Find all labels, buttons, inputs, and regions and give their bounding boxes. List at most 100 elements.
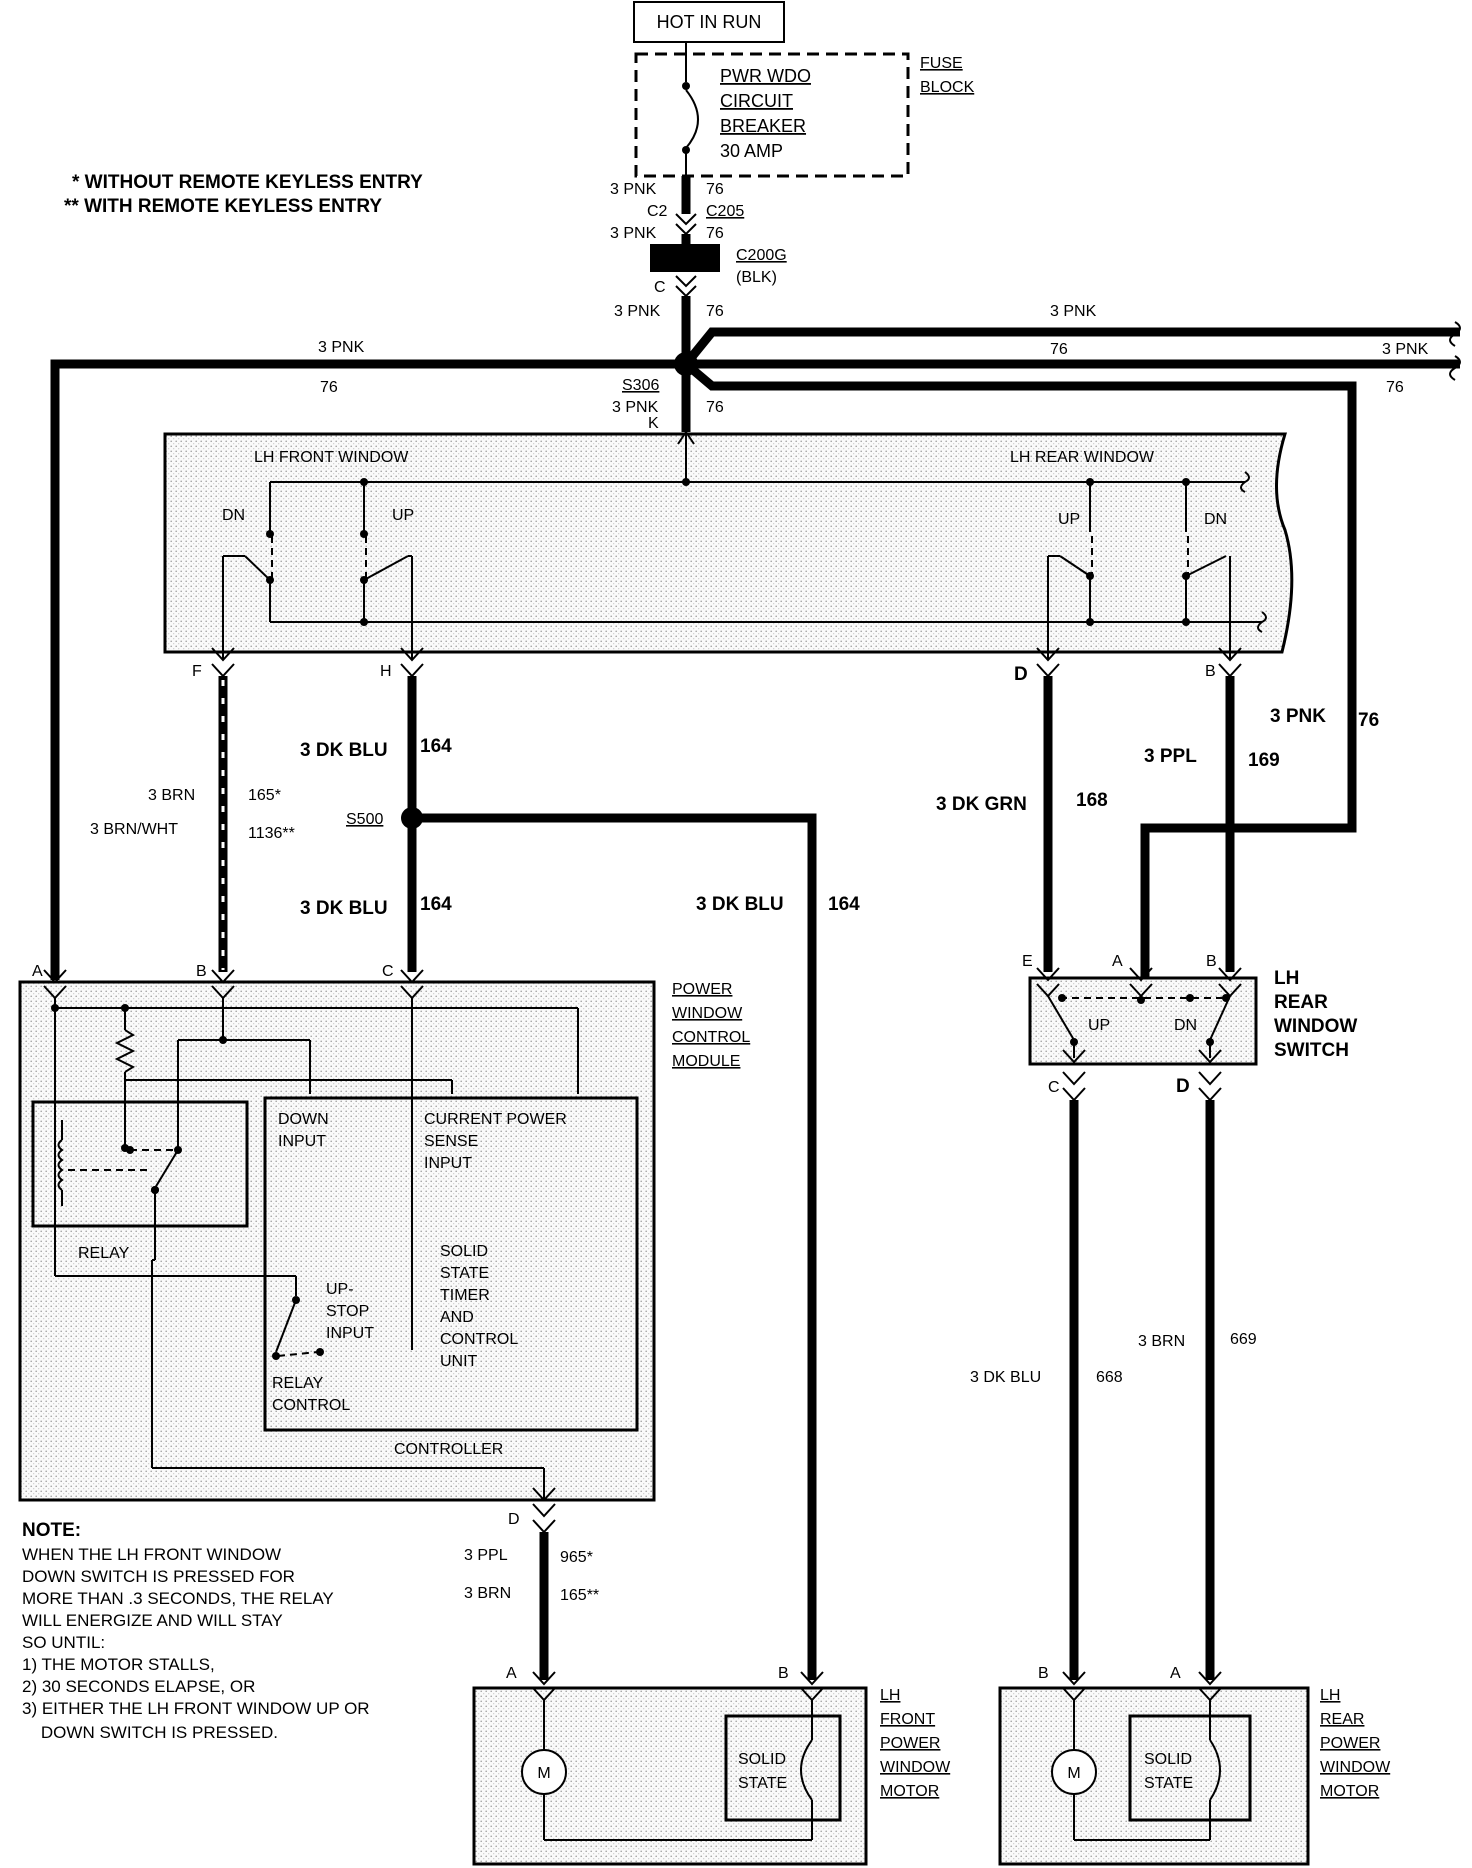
note-line-4: WILL ENERGIZE AND WILL STAY — [22, 1611, 283, 1630]
rear-up-switch: UP — [1047, 478, 1094, 660]
fuse-block-label-2: BLOCK — [920, 79, 975, 96]
timer-label-4: AND — [440, 1309, 474, 1326]
rear-motor-solid-state-2: STATE — [1144, 1775, 1193, 1792]
lh-rear-window-label: LH REAR WINDOW — [1010, 449, 1155, 466]
up-stop-label-1: UP- — [326, 1281, 354, 1298]
wire-num-76-4: 76 — [706, 399, 724, 416]
wire-num-76-2: 76 — [706, 225, 724, 242]
note-line-8: 3) EITHER THE LH FRONT WINDOW UP OR — [22, 1699, 370, 1718]
rear-switch-pin-a: A — [1112, 953, 1123, 970]
rear-switch-dn-label: DN — [1174, 1017, 1197, 1034]
rear-motor-pin-a: A — [1170, 1665, 1181, 1682]
note-heading: NOTE: — [22, 1520, 81, 1541]
wire-num-1136: 1136** — [248, 825, 295, 842]
front-up-switch: UP — [360, 478, 414, 660]
breaker-line-2: CIRCUIT — [720, 91, 793, 111]
module-title-1: POWER — [672, 981, 732, 998]
connector-k: K — [648, 415, 659, 432]
front-up-label: UP — [392, 507, 414, 524]
wire-num-76-1: 76 — [706, 181, 724, 198]
note-line-1: WHEN THE LH FRONT WINDOW — [22, 1545, 281, 1564]
lh-rear-power-window-motor: B A M SOLID STATE — [998, 1665, 1310, 1866]
module-title-2: WINDOW — [672, 1005, 743, 1022]
note: NOTE: WHEN THE LH FRONT WINDOW DOWN SWIT… — [22, 1520, 370, 1742]
connector-c2: C2 — [647, 203, 668, 220]
rear-motor-title-1: LH — [1320, 1687, 1340, 1704]
module-title-4: MODULE — [672, 1053, 740, 1070]
current-sense-label-3: INPUT — [424, 1155, 472, 1172]
wire-label-ppl-965: 3 PPL — [464, 1547, 508, 1564]
connector-s306: S306 — [622, 377, 659, 394]
front-dn-label: DN — [222, 507, 245, 524]
relay-control-label-2: CONTROL — [272, 1397, 350, 1414]
rear-switch-title-1: LH — [1274, 968, 1299, 989]
wire-num-76-rear: 76 — [1358, 710, 1379, 731]
relay-control-label-1: RELAY — [272, 1375, 324, 1392]
module-pin-a: A — [32, 963, 43, 980]
lh-rear-window-switch: E A B UP DN — [1022, 953, 1258, 1066]
wire-label-dk-blu-2: 3 DK BLU — [300, 898, 388, 919]
wire-num-76-left: 76 — [320, 379, 338, 396]
wire-label-pnk-4: 3 PNK — [612, 399, 659, 416]
wire-label-dk-blu-668: 3 DK BLU — [970, 1369, 1041, 1386]
module-pin-c: C — [382, 963, 394, 980]
timer-label-2: STATE — [440, 1265, 489, 1282]
breaker-line-4: 30 AMP — [720, 141, 783, 161]
wire-label-pnk-left: 3 PNK — [318, 339, 365, 356]
front-motor-m-label: M — [537, 1765, 550, 1782]
wire-label-pnk-right-1: 3 PNK — [1050, 303, 1097, 320]
note-line-3: MORE THAN .3 SECONDS, THE RELAY — [22, 1589, 334, 1608]
wire-label-dk-grn: 3 DK GRN — [936, 794, 1027, 815]
front-motor-pin-b: B — [778, 1665, 789, 1682]
rear-motor-m-label: M — [1067, 1765, 1080, 1782]
rear-switch-pin-c: C — [1048, 1079, 1060, 1096]
fuse-block-label-1: FUSE — [920, 55, 963, 72]
module-title-3: CONTROL — [672, 1029, 750, 1046]
front-motor-title-1: LH — [880, 1687, 900, 1704]
wire-num-168: 168 — [1076, 790, 1108, 811]
wire-num-164-1: 164 — [420, 736, 452, 757]
timer-label-6: UNIT — [440, 1353, 478, 1370]
note-line-7: 2) 30 SECONDS ELAPSE, OR — [22, 1677, 255, 1696]
front-motor-solid-state-1: SOLID — [738, 1751, 786, 1768]
connector-c: C — [654, 279, 666, 296]
rear-dn-switch: DN — [1182, 478, 1231, 660]
pin-f: F — [192, 663, 202, 680]
note-line-2: DOWN SWITCH IS PRESSED FOR — [22, 1567, 295, 1586]
wire-num-165-lower: 165** — [560, 1587, 599, 1604]
wire-num-965: 965* — [560, 1549, 593, 1566]
wire-label-brn-wht: 3 BRN/WHT — [90, 821, 178, 838]
down-input-label-2: INPUT — [278, 1133, 326, 1150]
pin-d-switch: D — [1014, 664, 1028, 685]
wire-num-169: 169 — [1248, 750, 1280, 771]
wire-num-164-2: 164 — [420, 894, 452, 915]
current-sense-label-1: CURRENT POWER — [424, 1111, 567, 1128]
wire-label-brn-669: 3 BRN — [1138, 1333, 1185, 1350]
wire-label-pnk-rear: 3 PNK — [1270, 706, 1326, 727]
pin-b-switch: B — [1205, 663, 1216, 680]
wire-num-668: 668 — [1096, 1369, 1123, 1386]
wire-num-76-right-2: 76 — [1386, 379, 1404, 396]
lh-front-power-window-motor: A B M SOLID STATE — [472, 1665, 868, 1866]
front-motor-title-3: POWER — [880, 1735, 940, 1752]
breaker-line-1: PWR WDO — [720, 66, 811, 86]
rear-motor-title-4: WINDOW — [1320, 1759, 1391, 1776]
wire-label-pnk-3: 3 PNK — [614, 303, 661, 320]
wire-label-brn-165: 3 BRN — [148, 787, 195, 804]
lh-front-window-label: LH FRONT WINDOW — [254, 449, 409, 466]
switch-connectors — [211, 647, 1242, 678]
pin-h: H — [380, 663, 392, 680]
front-motor-pin-a: A — [506, 1665, 517, 1682]
fuse-block: PWR WDO CIRCUIT BREAKER 30 AMP — [634, 52, 910, 178]
wire-num-165: 165* — [248, 787, 281, 804]
wire-num-76-3: 76 — [706, 303, 724, 320]
rear-switch-pin-d: D — [1176, 1076, 1190, 1097]
wire-label-pnk-right-2: 3 PNK — [1382, 341, 1429, 358]
rear-switch-up-label: UP — [1088, 1017, 1110, 1034]
note-line-9: DOWN SWITCH IS PRESSED. — [22, 1723, 278, 1742]
connector-s500: S500 — [346, 811, 383, 828]
rear-dn-label: DN — [1204, 511, 1227, 528]
hot-in-run-label: HOT IN RUN — [657, 12, 762, 32]
rear-motor-solid-state-1: SOLID — [1144, 1751, 1192, 1768]
